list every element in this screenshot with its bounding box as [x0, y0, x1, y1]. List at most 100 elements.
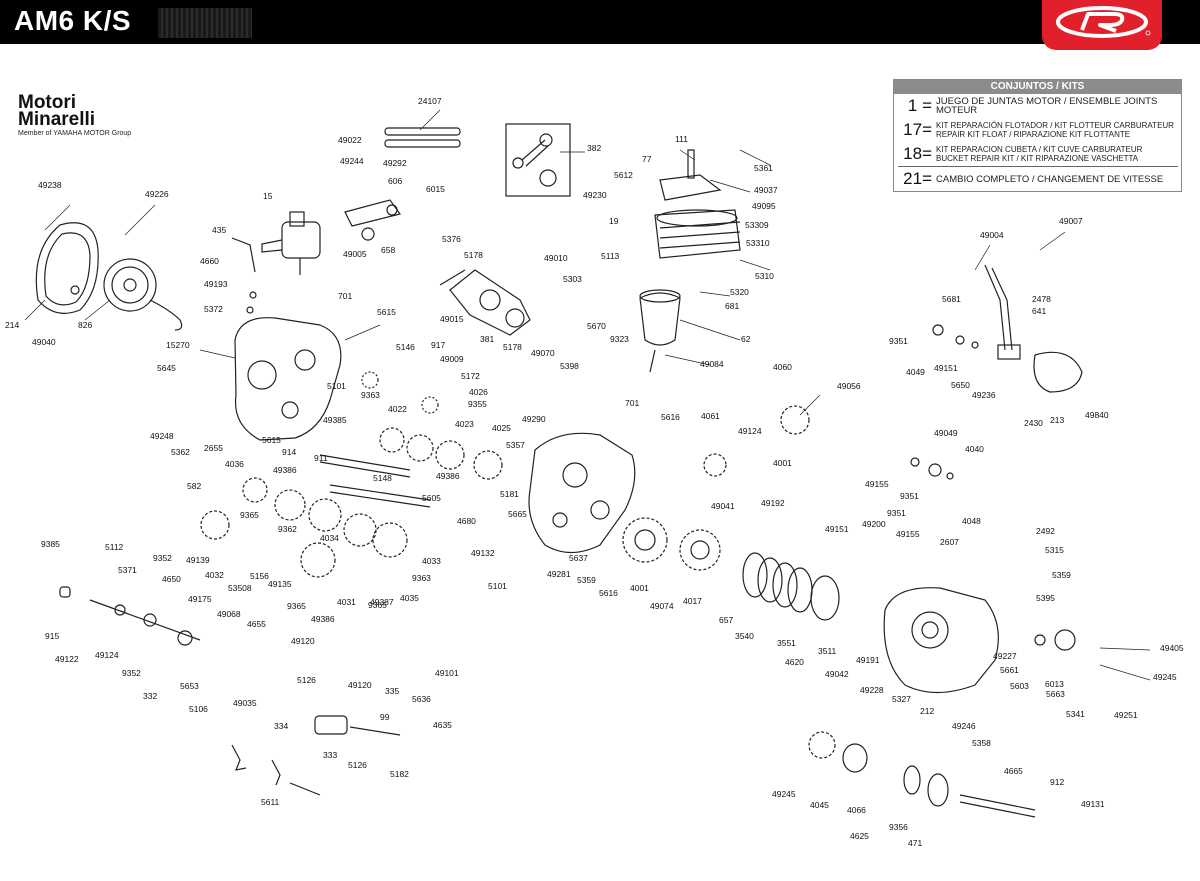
part-number-callout: 5616 [661, 412, 680, 422]
piston-part [639, 289, 681, 373]
part-number-callout: 4635 [433, 720, 452, 730]
part-number-callout: 5372 [204, 304, 223, 314]
part-number-callout: 5320 [730, 287, 749, 297]
part-number-callout: 9351 [889, 336, 908, 346]
part-number-callout: 915 [45, 631, 59, 641]
part-number-callout: 5645 [157, 363, 176, 373]
part-number-callout: 4655 [247, 619, 266, 629]
part-number-callout: 49151 [934, 363, 958, 373]
logo-line-2: Minarelli [18, 109, 96, 130]
part-number-callout: 5665 [508, 509, 527, 519]
logo-line-1: Motori [18, 92, 77, 113]
part-number-callout: 5615 [377, 307, 396, 317]
part-number-callout: 2430 [1024, 418, 1043, 428]
logo-tagline: Member of YAMAHA MOTOR Group [18, 130, 132, 137]
part-number-callout: 5156 [250, 571, 269, 581]
part-number-callout: 681 [725, 301, 739, 311]
part-number-callout: 4665 [1004, 766, 1023, 776]
part-number-callout: 49005 [343, 249, 367, 259]
part-number-callout: 917 [431, 340, 445, 350]
part-number-callout: 5359 [577, 575, 596, 585]
part-number-callout: 49193 [204, 279, 228, 289]
part-number-callout: 5327 [892, 694, 911, 704]
part-number-callout: 701 [338, 291, 352, 301]
shift-drum-part [289, 715, 401, 796]
part-number-callout: 5362 [171, 447, 190, 457]
part-number-callout: 49251 [1114, 710, 1138, 720]
part-number-callout: 5101 [327, 381, 346, 391]
part-number-callout: 49139 [186, 555, 210, 565]
part-number-callout: 471 [908, 838, 922, 848]
gearshift-shaft-part [808, 731, 1036, 818]
clutch-lever-part [231, 237, 257, 314]
part-number-callout: 49226 [145, 189, 169, 199]
part-number-callout: 49068 [217, 609, 241, 619]
part-number-callout: 19 [609, 216, 619, 226]
part-number-callout: 2478 [1032, 294, 1051, 304]
part-number-callout: 5681 [942, 294, 961, 304]
part-number-callout: 4620 [785, 657, 804, 667]
part-number-callout: 2492 [1036, 526, 1055, 536]
part-number-callout: 49245 [1153, 672, 1177, 682]
part-number-callout: 658 [381, 245, 395, 255]
part-number-callout: 5653 [180, 681, 199, 691]
model-title: AM6 K/S [14, 5, 132, 36]
part-number-callout: 49292 [383, 158, 407, 168]
part-number-callout: 9323 [610, 334, 629, 344]
motori-minarelli-logo: Motori Minarelli Member of YAMAHA MOTOR … [18, 92, 158, 138]
part-number-callout: 49192 [761, 498, 785, 508]
part-number-callout: 9352 [122, 668, 141, 678]
part-number-callout: 5358 [972, 738, 991, 748]
part-number-callout: 5182 [390, 769, 409, 779]
kick-pinion-part [59, 586, 201, 646]
part-number-callout: 5359 [1052, 570, 1071, 580]
part-number-callout: 49191 [856, 655, 880, 665]
part-number-callout: 15 [263, 191, 273, 201]
part-number-callout: 4660 [200, 256, 219, 266]
part-number-callout: 435 [212, 225, 226, 235]
part-number-callout: 701 [625, 398, 639, 408]
part-number-callout: 49386 [311, 614, 335, 624]
part-number-callout: 9363 [361, 390, 380, 400]
part-number-callout: 4001 [630, 583, 649, 593]
part-number-callout: 9351 [887, 508, 906, 518]
part-number-callout: 9385 [41, 539, 60, 549]
part-number-callout: 382 [587, 143, 601, 153]
part-number-callout: 49056 [837, 381, 861, 391]
clutch-cover-part [883, 587, 999, 694]
part-number-callout: 49405 [1160, 643, 1184, 653]
part-number-callout: 333 [323, 750, 337, 760]
part-number-callout: 335 [385, 686, 399, 696]
kit-description: CAMBIO COMPLETO / CHANGEMENT DE VITESSE [936, 173, 1164, 185]
part-number-callout: 5636 [412, 694, 431, 704]
part-number-callout: 5670 [587, 321, 606, 331]
part-number-callout: 49246 [952, 721, 976, 731]
part-number-callout: 4040 [965, 444, 984, 454]
part-number-callout: 49074 [650, 601, 674, 611]
part-number-callout: 4034 [320, 533, 339, 543]
part-number-callout: 4650 [162, 574, 181, 584]
part-number-callout: 77 [642, 154, 652, 164]
part-number-callout: 49101 [435, 668, 459, 678]
part-number-callout: 49840 [1085, 410, 1109, 420]
part-number-callout: 9365 [287, 601, 306, 611]
part-number-callout: 5112 [105, 542, 124, 552]
kits-title: CONJUNTOS / KITS [894, 80, 1181, 94]
crankshaft-part [439, 269, 531, 336]
left-crankcase-part [234, 317, 342, 441]
rieju-r-logo-icon [1042, 0, 1162, 50]
intake-manifold-part [344, 199, 402, 241]
part-number-callout: 5146 [396, 342, 415, 352]
part-number-callout: 53508 [228, 583, 252, 593]
part-number-callout: 5303 [563, 274, 582, 284]
part-number-callout: 914 [282, 447, 296, 457]
leader-lines [24, 109, 1151, 681]
part-number-callout: 5371 [118, 565, 137, 575]
part-number-callout: 53309 [745, 220, 769, 230]
part-number-callout: 49010 [544, 253, 568, 263]
part-number-callout: 212 [920, 706, 934, 716]
part-number-callout: 49084 [700, 359, 724, 369]
part-number-callout: 9351 [900, 491, 919, 501]
part-number-callout: 5310 [755, 271, 774, 281]
